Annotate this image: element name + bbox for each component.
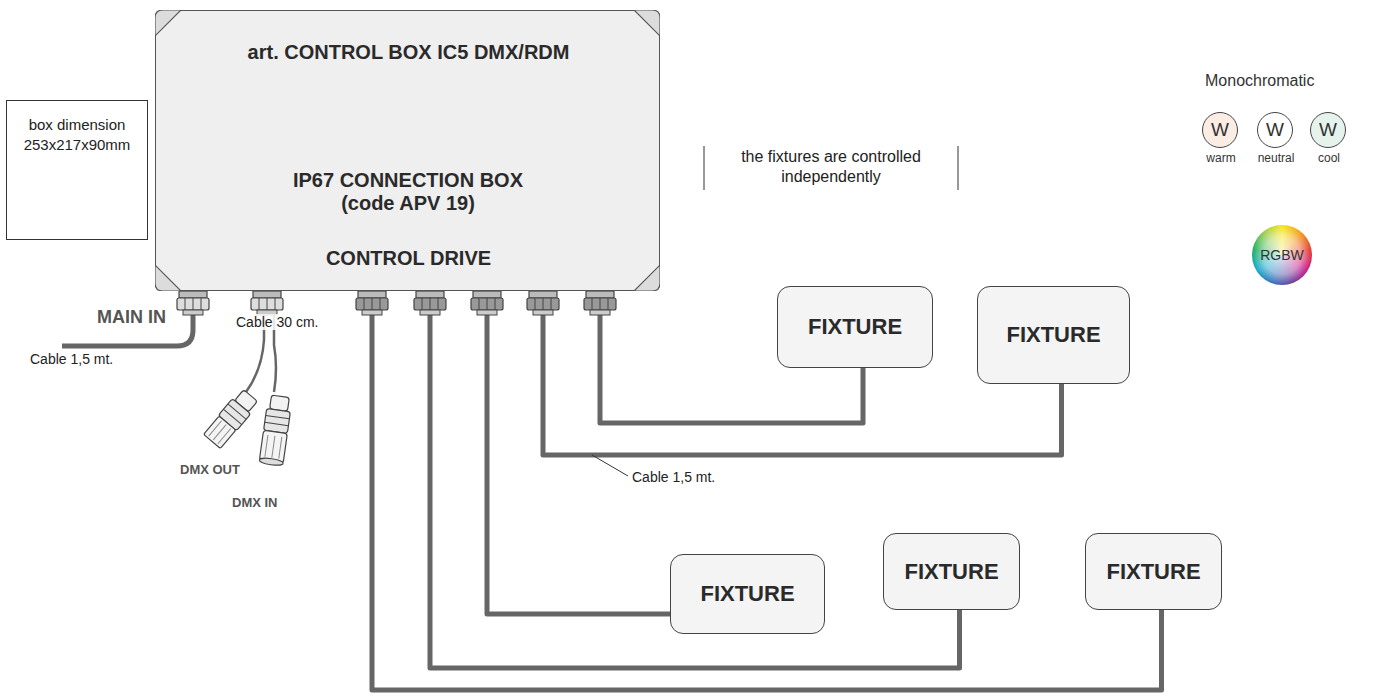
fixture-label: FIXTURE	[808, 314, 902, 340]
cable-gland	[584, 291, 616, 315]
note-text: the fixtures are controlled independentl…	[708, 147, 954, 187]
circle-caption: cool	[1291, 151, 1367, 165]
circle-letter: W	[1311, 113, 1345, 147]
cable-gland	[471, 291, 503, 315]
color-circle: Wwarm	[1202, 112, 1238, 148]
cable-length: Cable 30 cm.	[234, 314, 320, 330]
rgbw-circle: RGBW	[1252, 225, 1312, 285]
box-title: art. CONTROL BOX IC5 DMX/RDM	[156, 41, 661, 64]
corner-plate	[634, 10, 660, 36]
fixture-box: FIXTURE	[777, 286, 933, 368]
box-text: CONTROL DRIVE	[156, 247, 661, 270]
corner-plate	[155, 10, 181, 36]
box-text: IP67 CONNECTION BOX (code APV 19)	[273, 169, 543, 215]
cable-label: MAIN IN	[97, 307, 166, 328]
bracket-line	[958, 146, 959, 190]
circle-caption: neutral	[1238, 151, 1314, 165]
cable-length: Cable 1,5 mt.	[30, 351, 113, 367]
box-note: box dimension 253x217x90mm	[13, 115, 141, 155]
fixture-box: FIXTURE	[977, 286, 1130, 384]
leader-line	[592, 455, 628, 476]
dimension-box: box dimension 253x217x90mm	[6, 100, 148, 240]
legend-heading: Monochromatic	[1205, 72, 1314, 90]
cable-gland	[356, 291, 388, 315]
cable-glands	[177, 291, 616, 315]
fixture-box: FIXTURE	[883, 533, 1020, 610]
bracket-line	[704, 146, 705, 190]
fixture-box: FIXTURE	[1085, 533, 1222, 610]
rgbw-text: RGBW	[1260, 247, 1304, 263]
circle-letter: W	[1258, 113, 1292, 147]
circle-caption: warm	[1183, 151, 1259, 165]
fixture-label: FIXTURE	[1106, 559, 1200, 585]
color-circle: Wcool	[1310, 112, 1346, 148]
cable-gland	[527, 291, 559, 315]
cable-gland	[414, 291, 446, 315]
connector-label: DMX OUT	[180, 462, 240, 477]
fixture-label: FIXTURE	[1006, 322, 1100, 348]
fixture-box: FIXTURE	[670, 554, 825, 634]
circle-letter: W	[1203, 113, 1237, 147]
cable-gland	[251, 291, 283, 315]
corner-plate	[155, 265, 181, 291]
connector-label: DMX IN	[232, 495, 278, 510]
cable-gland	[177, 291, 209, 315]
dmx-in-connector	[259, 395, 292, 467]
dmx-out-connector	[203, 388, 260, 449]
fixture-label: FIXTURE	[700, 581, 794, 607]
corner-plate	[634, 265, 660, 291]
fixture-label: FIXTURE	[904, 559, 998, 585]
cable-length: Cable 1,5 mt.	[632, 469, 715, 485]
control-box: art. CONTROL BOX IC5 DMX/RDM IP67 CONNECT…	[155, 10, 660, 291]
color-circle: Wneutral	[1257, 112, 1293, 148]
